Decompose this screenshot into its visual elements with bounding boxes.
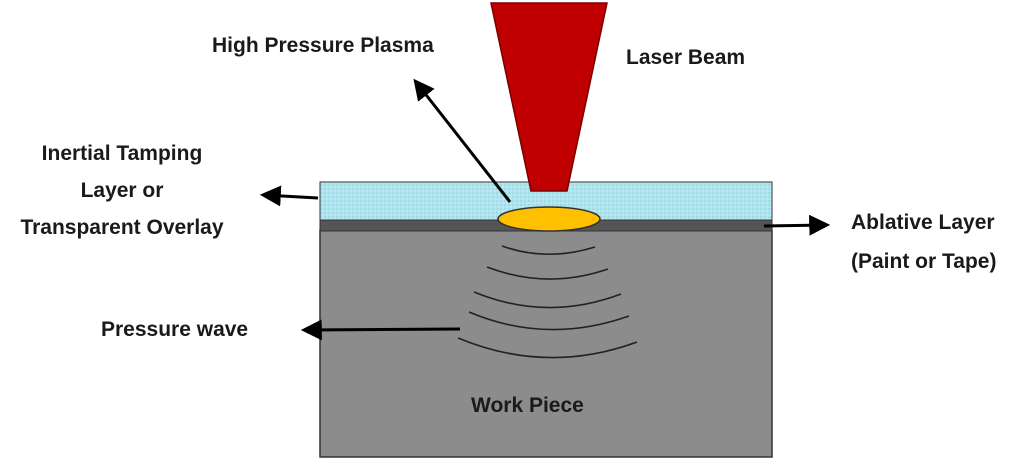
label-ablative-line1: Ablative Layer (851, 211, 995, 234)
label-laser-beam: Laser Beam (626, 46, 746, 69)
label-pressure-wave: Pressure wave (101, 318, 249, 341)
label-tamping-line3: Transparent Overlay (20, 216, 224, 239)
label-tamping-line2: Layer or (80, 179, 164, 202)
pressure-wave-arc (457, 337, 638, 359)
label-work-piece: Work Piece (471, 394, 584, 417)
label-ablative-line2: (Paint or Tape) (851, 250, 997, 273)
arrow-high-pressure-plasma (413, 78, 512, 203)
pressure-wave-arc (468, 311, 630, 331)
plasma-ellipse (497, 206, 601, 232)
pressure-wave-arc (473, 291, 622, 309)
pressure-wave-arc (486, 266, 609, 280)
label-high-pressure-plasma: High Pressure Plasma (212, 34, 434, 57)
label-inertial-tamping-group: Inertial Tamping Layer or Transparent Ov… (0, 141, 244, 241)
arrow-pressure-wave (300, 319, 461, 341)
arrow-tamping-layer (259, 185, 319, 207)
arrow-ablative-layer (763, 214, 831, 236)
laser-beam-shape (490, 2, 608, 192)
work-piece-block (319, 229, 773, 458)
label-tamping-line1: Inertial Tamping (41, 142, 203, 165)
pressure-wave-arc (501, 245, 596, 256)
